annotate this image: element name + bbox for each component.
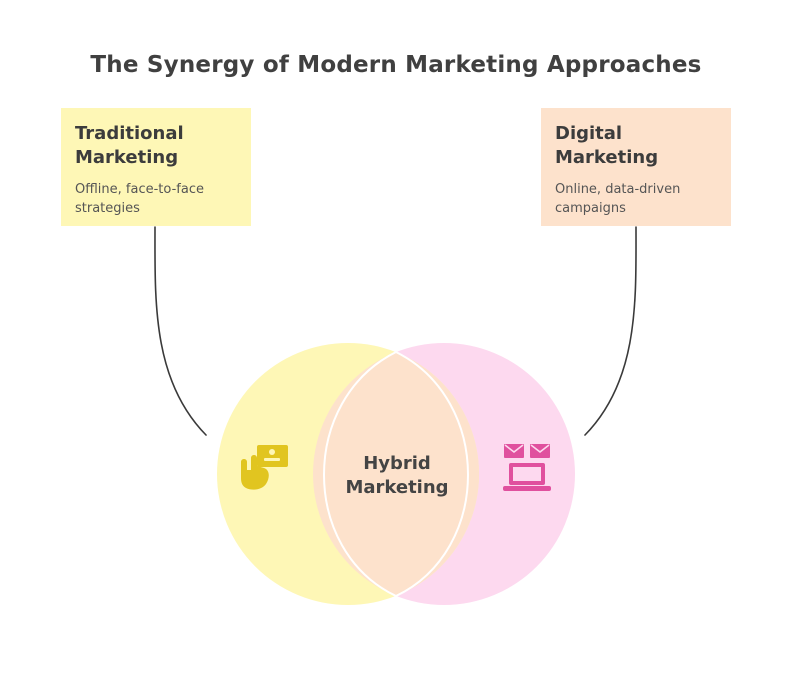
digital-connector-line [584,226,637,436]
traditional-marketing-heading: Traditional Marketing [75,123,184,168]
intersection-outline [323,350,469,598]
hybrid-marketing-label: Hybrid Marketing [345,453,449,498]
digital-marketing-box: Digital Marketing Online, data-driven ca… [541,108,731,226]
traditional-connector-line [154,226,207,436]
laptop-email-icon [503,444,551,491]
digital-marketing-description: Online, data-driven campaigns [555,182,681,216]
hand-card-icon [241,445,288,490]
page-title: The Synergy of Modern Marketing Approach… [90,52,702,78]
traditional-marketing-box: Traditional Marketing Offline, face-to-f… [61,108,251,226]
traditional-marketing-description: Offline, face-to-face strategies [75,182,204,216]
digital-marketing-heading: Digital Marketing [555,123,659,168]
hybrid-intersection [313,343,479,605]
